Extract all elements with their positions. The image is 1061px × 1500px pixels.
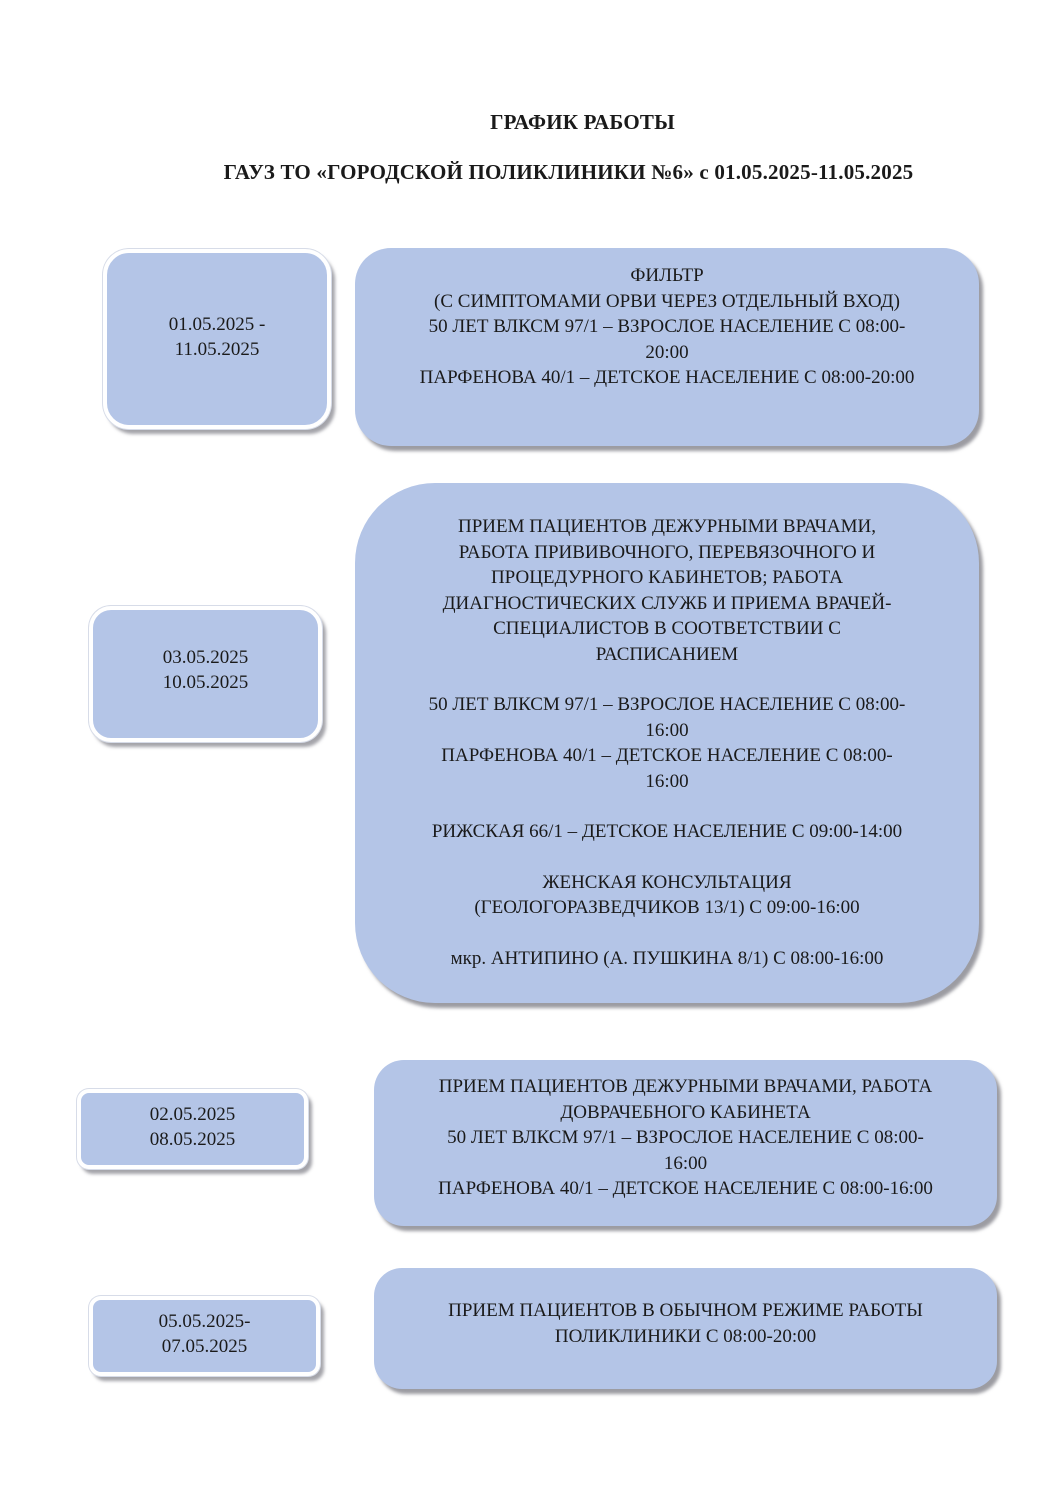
info-line: (ГЕОЛОГОРАЗВЕДЧИКОВ 13/1) С 09:00-16:00: [474, 897, 860, 918]
info-box-4: ПРИЕМ ПАЦИЕНТОВ В ОБЫЧНОМ РЕЖИМЕ РАБОТЫ …: [374, 1268, 997, 1389]
info-line: РАБОТА ПРИВИВОЧНОГО, ПЕРЕВЯЗОЧНОГО И: [458, 541, 876, 563]
info-line: ПАРФЕНОВА 40/1 – ДЕТСКОЕ НАСЕЛЕНИЕ С 08:…: [419, 367, 915, 388]
info-line: ПРИЕМ ПАЦИЕНТОВ ДЕЖУРНЫМИ ВРАЧАМИ, РАБОТ…: [438, 1076, 933, 1098]
date-end: 08.05.2025: [149, 1129, 236, 1150]
info-line: ФИЛЬТР: [630, 265, 704, 286]
date-box-3: 02.05.2025 08.05.2025: [77, 1089, 308, 1169]
date-start: 05.05.2025-: [158, 1310, 251, 1332]
info-line: ПОЛИКЛИНИКИ С 08:00-20:00: [554, 1325, 817, 1347]
info-line: ПРИЕМ ПАЦИЕНТОВ В ОБЫЧНОМ РЕЖИМЕ РАБОТЫ: [448, 1300, 923, 1321]
info-line: 50 ЛЕТ ВЛКСМ 97/1 – ВЗРОСЛОЕ НАСЕЛЕНИЕ С…: [447, 1127, 924, 1149]
info-line: 16:00: [663, 1152, 708, 1174]
page-subtitle: ГАУЗ ТО «ГОРОДСКОЙ ПОЛИКЛИНИКИ №6» с 01.…: [223, 160, 914, 184]
date-end: 11.05.2025: [174, 339, 260, 360]
info-box-3: ПРИЕМ ПАЦИЕНТОВ ДЕЖУРНЫМИ ВРАЧАМИ, РАБОТ…: [374, 1060, 997, 1226]
date-start: 01.05.2025 -: [168, 313, 266, 335]
date-start: 03.05.2025: [162, 646, 249, 668]
info-line: 16:00: [645, 770, 689, 792]
page-title: ГРАФИК РАБОТЫ: [490, 110, 675, 134]
info-line: (С СИМПТОМАМИ ОРВИ ЧЕРЕЗ ОТДЕЛЬНЫЙ ВХОД): [434, 290, 900, 312]
date-box-1: 01.05.2025 - 11.05.2025: [103, 249, 331, 429]
info-box-2: ПРИЕМ ПАЦИЕНТОВ ДЕЖУРНЫМИ ВРАЧАМИ, РАБОТ…: [355, 483, 979, 1003]
info-line: ПРОЦЕДУРНОГО КАБИНЕТОВ; РАБОТА: [490, 567, 844, 588]
info-line: ПАРФЕНОВА 40/1 – ДЕТСКОЕ НАСЕЛЕНИЕ С 08:…: [441, 745, 893, 766]
info-line: ДОВРАЧЕБНОГО КАБИНЕТА: [560, 1101, 811, 1123]
info-line: мкр. АНТИПИНО (А. ПУШКИНА 8/1) С 08:00-1…: [450, 947, 884, 969]
info-line: РИЖСКАЯ 66/1 – ДЕТСКОЕ НАСЕЛЕНИЕ С 09:00…: [431, 821, 903, 842]
info-line: ЖЕНСКАЯ КОНСУЛЬТАЦИЯ: [542, 871, 792, 893]
date-box-2: 03.05.2025 10.05.2025: [89, 606, 322, 742]
info-line: РАСПИСАНИЕМ: [595, 643, 739, 665]
date-end: 10.05.2025: [162, 672, 249, 693]
info-line: 16:00: [645, 719, 689, 741]
info-line: СПЕЦИАЛИСТОВ В СООТВЕТСТВИИ С: [493, 618, 841, 639]
date-end: 07.05.2025: [161, 1336, 248, 1357]
date-box-4: 05.05.2025- 07.05.2025: [89, 1296, 320, 1376]
info-line: ПРИЕМ ПАЦИЕНТОВ ДЕЖУРНЫМИ ВРАЧАМИ,: [457, 516, 877, 537]
date-start: 02.05.2025: [149, 1103, 236, 1125]
info-line: 20:00: [645, 341, 689, 363]
info-line: 50 ЛЕТ ВЛКСМ 97/1 – ВЗРОСЛОЕ НАСЕЛЕНИЕ С…: [428, 694, 906, 715]
info-box-1: ФИЛЬТР (С СИМПТОМАМИ ОРВИ ЧЕРЕЗ ОТДЕЛЬНЫ…: [355, 248, 979, 446]
info-line: 50 ЛЕТ ВЛКСМ 97/1 – ВЗРОСЛОЕ НАСЕЛЕНИЕ С…: [428, 316, 906, 337]
info-line: ПАРФЕНОВА 40/1 – ДЕТСКОЕ НАСЕЛЕНИЕ С 08:…: [438, 1178, 933, 1200]
info-line: ДИАГНОСТИЧЕСКИХ СЛУЖБ И ПРИЕМА ВРАЧЕЙ-: [442, 592, 892, 614]
